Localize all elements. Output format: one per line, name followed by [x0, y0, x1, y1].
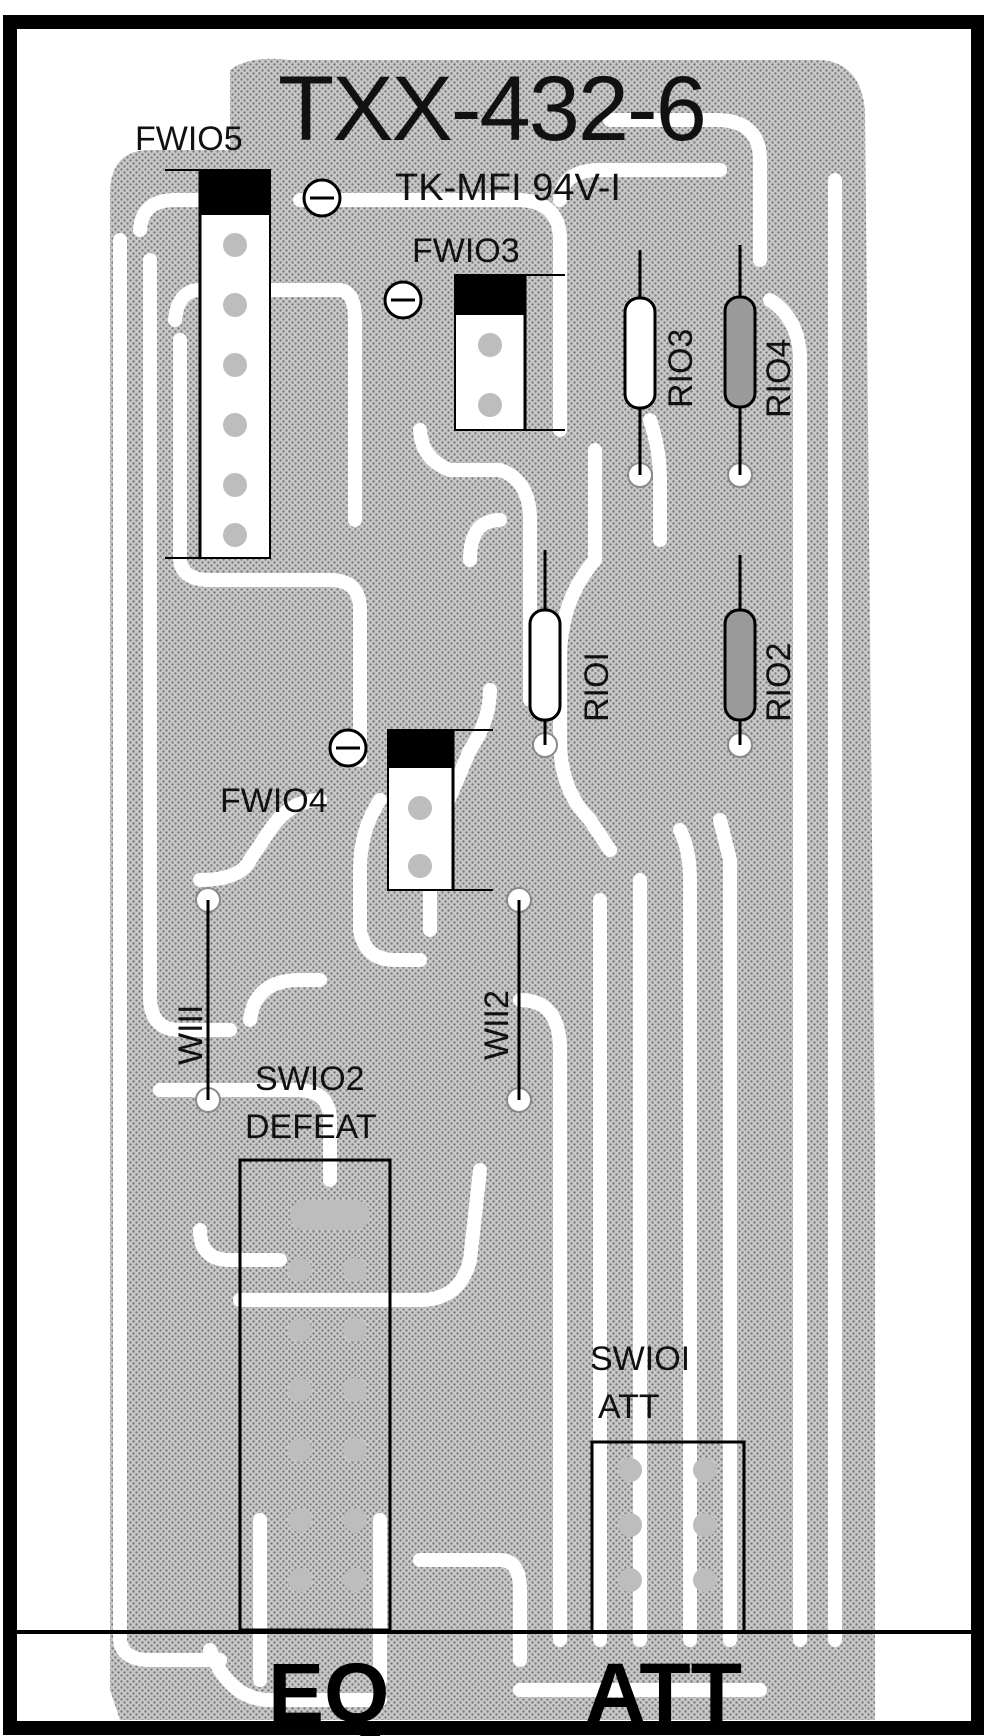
fw103-polarity-icon [383, 280, 423, 320]
fw105-polarity-icon [302, 178, 342, 218]
fw105-label: FWIO5 [135, 120, 243, 158]
sw102-switch [238, 1158, 392, 1632]
fw104-connector [387, 729, 493, 891]
sw102-function-label: DEFEAT [245, 1108, 377, 1146]
r101-label: RIOI [578, 652, 616, 722]
sw101-switch [590, 1440, 746, 1634]
r104-label: RIO4 [760, 339, 798, 418]
r104-resistor [723, 245, 757, 475]
r103-label: RIO3 [662, 329, 700, 408]
fw105-connector [165, 169, 271, 559]
solder-pads [195, 462, 753, 1113]
board-material-label: TK-MFI 94V-I [395, 167, 621, 209]
fw104-label: FWIO4 [220, 782, 328, 820]
r103-resistor [623, 250, 657, 475]
eq-panel-label: EQ [268, 1646, 389, 1736]
r102-label: RIO2 [760, 643, 798, 722]
board-part-number: TXX-432-6 [278, 58, 705, 160]
fw103-connector [454, 274, 565, 431]
copper-traces [113, 113, 842, 1707]
att-panel-label: ATT [585, 1646, 742, 1736]
sw102-label: SWIO2 [255, 1060, 365, 1098]
fw104-polarity-icon [328, 728, 368, 768]
r102-resistor [723, 555, 757, 745]
w111-label: WIII [172, 1005, 210, 1065]
sw101-function-label: ATT [598, 1388, 660, 1426]
fw103-label: FWIO3 [412, 232, 520, 270]
w112-label: WII2 [478, 990, 516, 1060]
r101-resistor [528, 550, 562, 745]
sw101-label: SWIOI [590, 1340, 690, 1378]
